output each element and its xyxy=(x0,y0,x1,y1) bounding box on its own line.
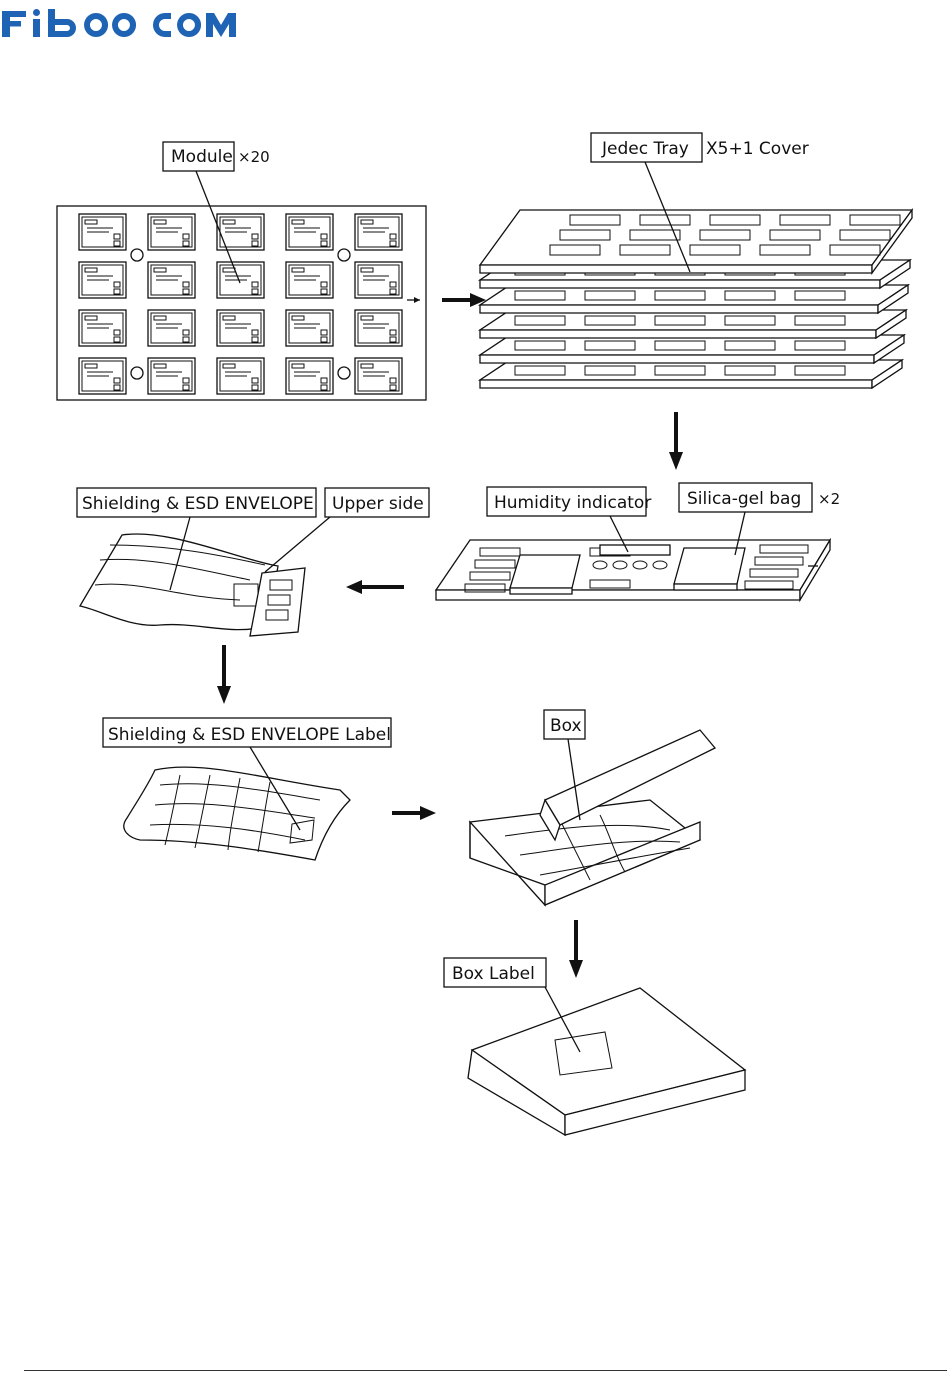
arrow-envelope-to-label xyxy=(217,645,231,704)
open-box xyxy=(470,730,715,905)
shielding-envelope-label-tag: Shielding & ESD ENVELOPE Label xyxy=(108,725,391,745)
module-cell xyxy=(148,214,195,250)
arrow-indicator-to-envelope xyxy=(346,580,404,594)
tray-with-desiccant xyxy=(436,540,830,600)
module-cell xyxy=(79,214,126,250)
closed-box xyxy=(468,988,745,1135)
sealed-envelope xyxy=(124,767,350,860)
module-cell xyxy=(148,262,195,298)
module-cell xyxy=(79,310,126,346)
jedec-tray-layer xyxy=(480,310,906,338)
module-cell xyxy=(286,358,333,394)
jedec-tray-stack xyxy=(480,210,912,388)
box-label: Box xyxy=(550,716,582,736)
module-cell xyxy=(217,262,264,298)
jedec-tray-layer xyxy=(480,335,904,363)
module-cell xyxy=(355,214,402,250)
jedec-tray-layer xyxy=(480,210,912,273)
module-cell xyxy=(148,358,195,394)
module-cell xyxy=(79,358,126,394)
module-cell xyxy=(355,358,402,394)
module-quantity: ×20 xyxy=(238,148,270,166)
shielding-envelope-label: Shielding & ESD ENVELOPE xyxy=(82,494,314,514)
jedec-tray-layer xyxy=(480,285,908,313)
silica-gel-quantity: ×2 xyxy=(818,490,840,508)
humidity-indicator-label: Humidity indicator xyxy=(494,493,651,513)
arrow-tray-to-indicator xyxy=(669,412,683,470)
upper-side-label: Upper side xyxy=(332,494,424,514)
module-cell xyxy=(355,262,402,298)
arrow-box-to-labeled-box xyxy=(569,920,583,978)
module-label: Module xyxy=(171,147,233,167)
jedec-tray-label: Jedec Tray xyxy=(601,139,689,159)
module-cell xyxy=(217,358,264,394)
module-cell xyxy=(286,262,333,298)
jedec-tray-quantity: X5+1 Cover xyxy=(706,139,809,159)
silica-gel-label: Silica-gel bag xyxy=(687,489,801,509)
module-sheet xyxy=(57,206,426,400)
module-cell xyxy=(286,310,333,346)
footer-rule xyxy=(24,1370,947,1371)
module-cell xyxy=(148,310,195,346)
jedec-tray-layer xyxy=(480,360,902,388)
module-cell xyxy=(286,214,333,250)
module-cell xyxy=(79,262,126,298)
esd-envelope xyxy=(80,534,305,636)
box-label-tag: Box Label xyxy=(452,964,535,984)
module-cell xyxy=(217,214,264,250)
module-cell xyxy=(355,310,402,346)
arrow-label-to-box xyxy=(392,806,436,820)
module-cell xyxy=(217,310,264,346)
